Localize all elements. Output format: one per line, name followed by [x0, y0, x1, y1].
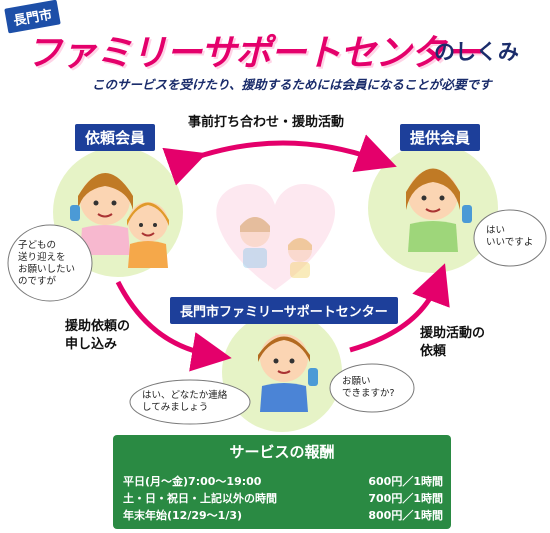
child-figure: [127, 202, 169, 268]
center-right-speech-bubble: [329, 363, 415, 413]
heart-background: [216, 184, 336, 290]
left-arrow-label-line: 申し込み: [65, 337, 118, 352]
bubble-line: のですが: [18, 276, 57, 287]
fee-box: サービスの報酬 平日(月～金)7:00～19:00 600円／1時間 土・日・祝…: [113, 435, 451, 529]
bubble-line: 送り迎えを: [18, 252, 66, 263]
bubble-line: できますか?: [342, 388, 395, 399]
center-badge: 長門市ファミリーサポートセンター: [170, 297, 398, 324]
fee-title: サービスの報酬: [229, 443, 335, 461]
bubble-line: 子どもの: [18, 240, 57, 251]
requester-speech-bubble: [7, 224, 93, 302]
fee-row-label: 土・日・祝日・上記以外の時間: [123, 492, 277, 505]
center-left-bubble-text: はい、どなたか連絡 してみましょう: [142, 390, 227, 414]
fee-row-price: 800円／1時間: [368, 509, 443, 522]
mother-figure: [70, 173, 133, 255]
fee-row-label: 年末年始(12/29～1/3): [123, 509, 243, 522]
faded-family-figure: [240, 217, 312, 278]
staff-figure: [258, 334, 318, 412]
page-title-suffix: のしくみ: [434, 40, 519, 64]
left-arrow: [115, 280, 232, 372]
right-arrow-label: 援助活動の 依頼: [420, 325, 485, 361]
page-title: ファミリーサポートセンター: [26, 33, 481, 74]
provider-badge: 提供会員: [400, 124, 481, 151]
top-arrow-label: 事前打ち合わせ・援助活動: [188, 115, 345, 130]
bubble-line: はい、どなたか連絡: [142, 390, 228, 401]
left-arrow-label: 援助依頼の 申し込み: [65, 318, 130, 354]
fee-row-label: 平日(月～金)7:00～19:00: [123, 475, 262, 488]
center-right-bubble-text: お願い できますか?: [342, 376, 395, 400]
provider-bubble-text: はい いいですよ: [486, 225, 533, 249]
fee-row-price: 600円／1時間: [368, 475, 443, 488]
provider-speech-bubble: [473, 209, 547, 267]
bubble-line: いいですよ: [486, 237, 534, 248]
top-arrow: [162, 134, 397, 186]
right-arrow-label-line: 援助活動の: [420, 326, 486, 341]
page-subtitle: このサービスを受けたり、援助するためには会員になることが必要です: [92, 77, 492, 92]
right-arrow: [349, 263, 450, 353]
provider-figure: [406, 168, 472, 252]
requester-badge: 依頼会員: [75, 124, 156, 151]
fee-row-price: 700円／1時間: [368, 492, 443, 505]
right-arrow-label-line: 依頼: [420, 344, 447, 359]
bubble-line: お願いしたい: [18, 264, 76, 275]
bubble-line: はい: [486, 225, 506, 236]
bubble-line: してみましょう: [142, 402, 209, 413]
left-arrow-label-line: 援助依頼の: [65, 319, 131, 334]
bubble-line: お願い: [342, 376, 371, 387]
requester-bubble-text: 子どもの 送り迎えを お願いしたい のですが: [18, 240, 75, 288]
center-left-speech-bubble: [129, 379, 251, 425]
